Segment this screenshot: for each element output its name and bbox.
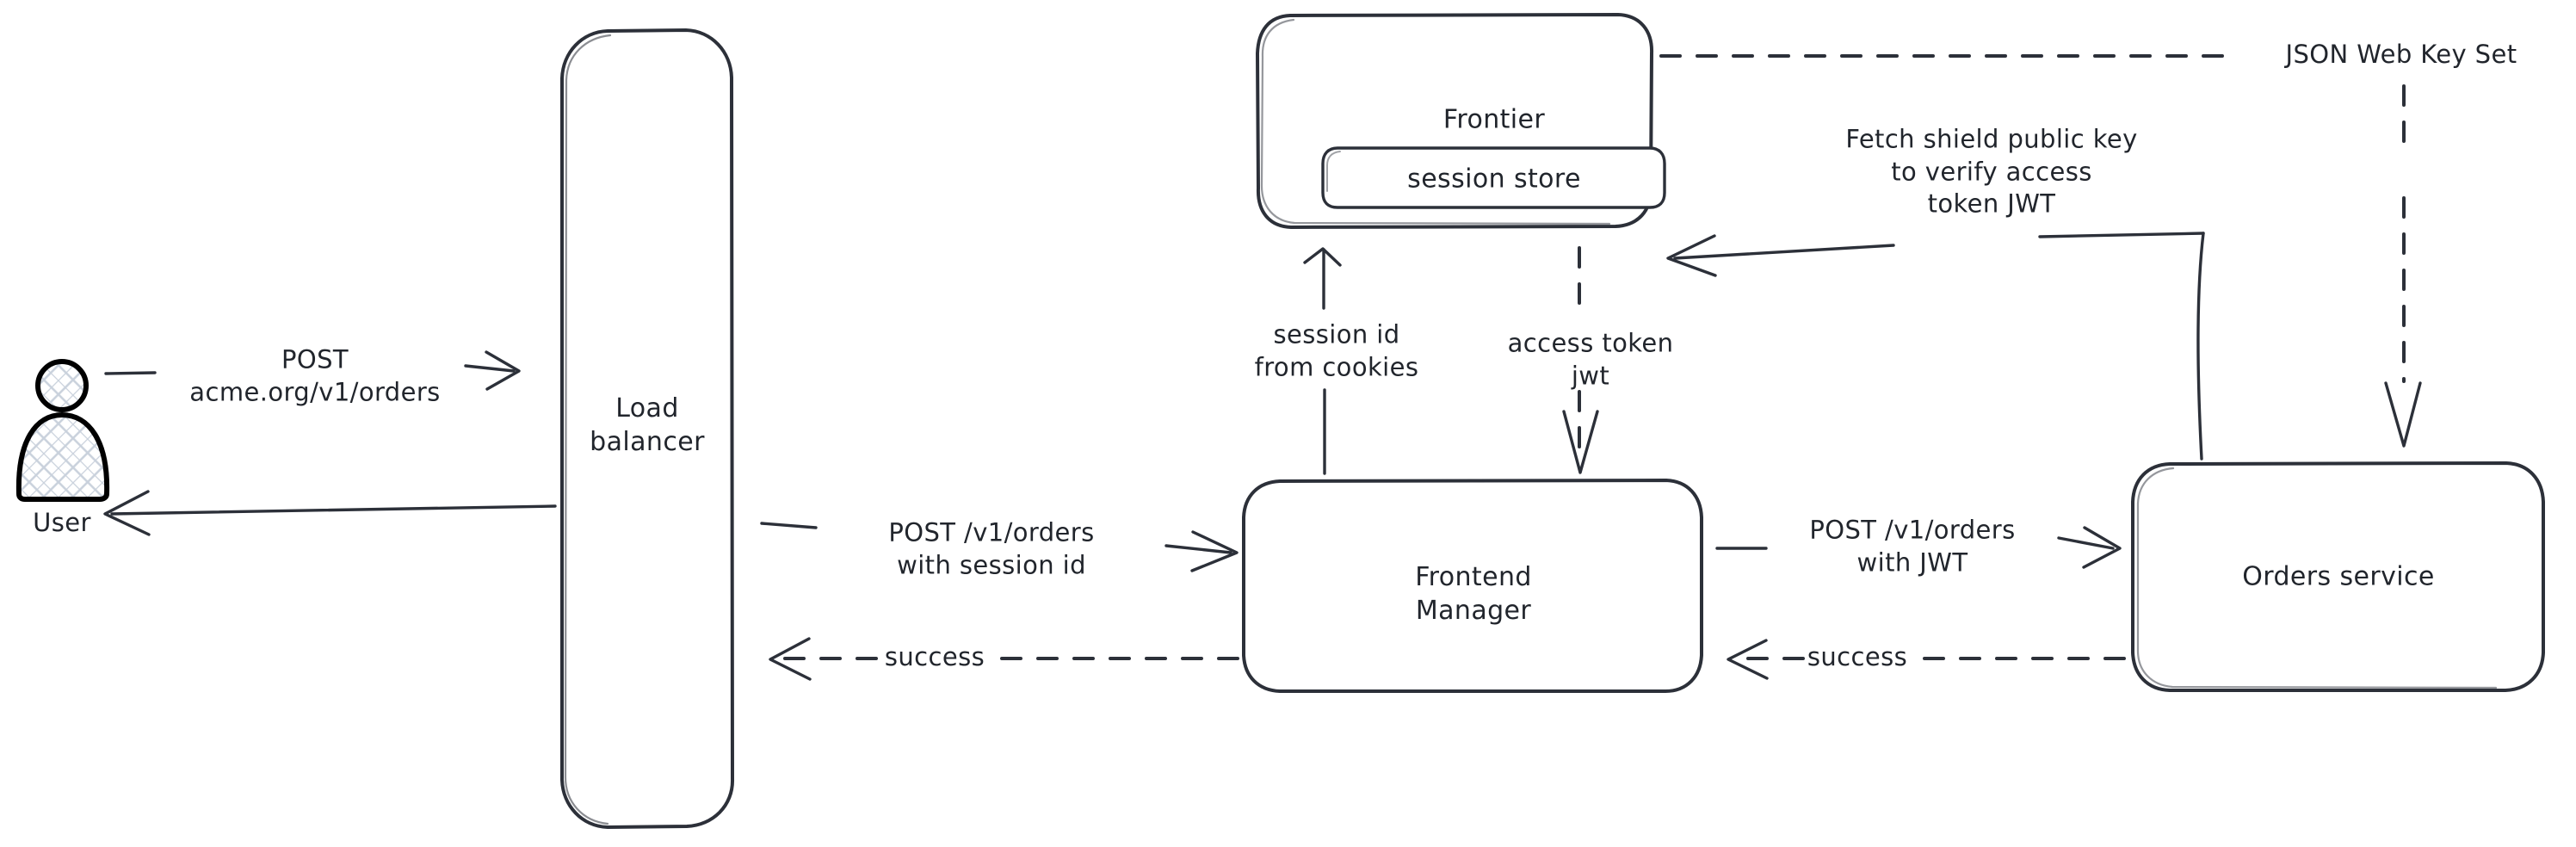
user-actor-icon [15,359,110,502]
session-store-node[interactable] [1321,146,1666,209]
edge-orders-to-frontier [1666,232,2205,461]
edge-frontend-manager-to-lb-success [769,637,1239,681]
edge-user-to-load-balancer [104,350,521,391]
frontend-manager-node[interactable] [1242,479,1703,693]
edge-frontier-to-frontend-manager [1562,246,1599,474]
edge-frontier-to-orders-jwks [1659,54,2422,448]
edge-orders-to-frontend-manager-success [1727,639,2126,680]
edge-lb-to-frontend-manager [760,522,1239,572]
frontier-node[interactable] [1256,13,1666,229]
edge-load-balancer-to-user [103,490,557,536]
edge-frontend-manager-to-frontier [1303,247,1342,475]
edge-frontend-manager-to-orders [1715,526,2122,569]
load-balancer-node[interactable] [560,28,735,829]
orders-service-node[interactable] [2131,461,2545,692]
